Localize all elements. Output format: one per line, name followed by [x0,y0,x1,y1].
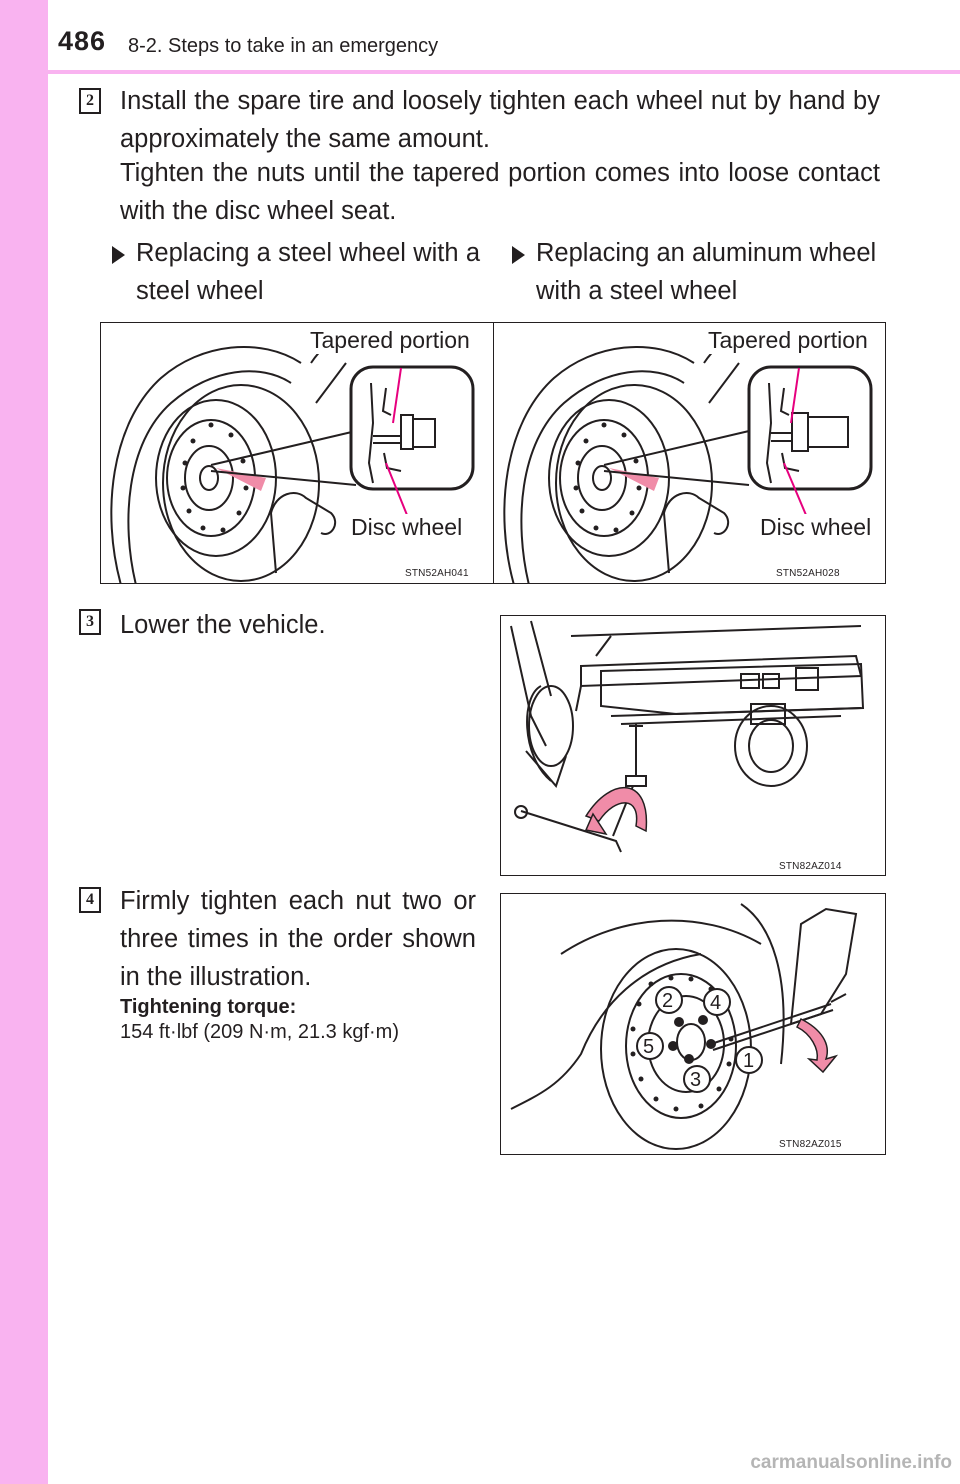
tapered-portion-label: Tapered portion [308,327,472,354]
nut-order-1: 1 [743,1050,755,1072]
tighten-nuts-illustration [510,903,858,1150]
tightening-torque-value: 154 ft·lbf (209 N·m, 21.3 kgf·m) [120,1021,399,1043]
nut-order-4: 4 [710,992,722,1014]
tightening-torque-label: Tightening torque: [120,996,297,1018]
site-watermark: carmanualsonline.info [750,1452,952,1473]
steel-wheel-heading: Replacing a steel wheel with a steel whe… [96,234,480,310]
steel-wheel-heading-text: Replacing a steel wheel with a steel whe… [136,239,480,305]
figure-code: STN82AZ014 [779,861,842,872]
section-title: 8-2. Steps to take in an emergency [128,35,439,57]
step-4-badge: 4 [79,887,101,913]
figure-code: STN82AZ015 [779,1139,842,1150]
nut-order-5: 5 [643,1036,655,1058]
step-2-instruction: Install the spare tire and loosely tight… [120,87,880,153]
aluminum-wheel-figure: Tapered portion Disc wheel STN52AH028 [493,322,886,584]
aluminum-wheel-illustration [503,338,873,583]
tapered-portion-label: Tapered portion [706,327,870,354]
figure-code: STN52AH028 [776,568,840,579]
tighten-nuts-figure: 2 4 5 1 3 STN82AZ015 [500,893,886,1155]
nut-order-3: 3 [690,1069,702,1091]
header-rule [48,70,960,74]
lower-vehicle-illustration [510,620,865,853]
step-4-instruction: Firmly tighten each nut two or three tim… [120,887,476,991]
bullet-arrow-icon [112,246,125,264]
steel-wheel-illustration [110,338,475,583]
disc-wheel-label: Disc wheel [349,514,465,541]
disc-wheel-label: Disc wheel [758,514,874,541]
step-3-badge: 3 [79,609,101,635]
step-3-instruction: Lower the vehicle. [120,611,326,639]
step-2-detail: Tighten the nuts until the tapered porti… [120,159,880,225]
lower-vehicle-figure: STN82AZ014 [500,615,886,876]
aluminum-wheel-heading: Replacing an aluminum wheel with a steel… [496,234,886,310]
figure-code: STN52AH041 [405,568,469,579]
aluminum-wheel-heading-text: Replacing an aluminum wheel with a steel… [536,239,877,305]
bullet-arrow-icon [512,246,525,264]
step-2-badge: 2 [79,88,101,114]
page-number: 486 [58,26,107,56]
side-tab-bar [0,0,48,1484]
steel-wheel-figure: Tapered portion Disc wheel STN52AH041 [100,322,495,584]
nut-order-2: 2 [662,990,674,1012]
